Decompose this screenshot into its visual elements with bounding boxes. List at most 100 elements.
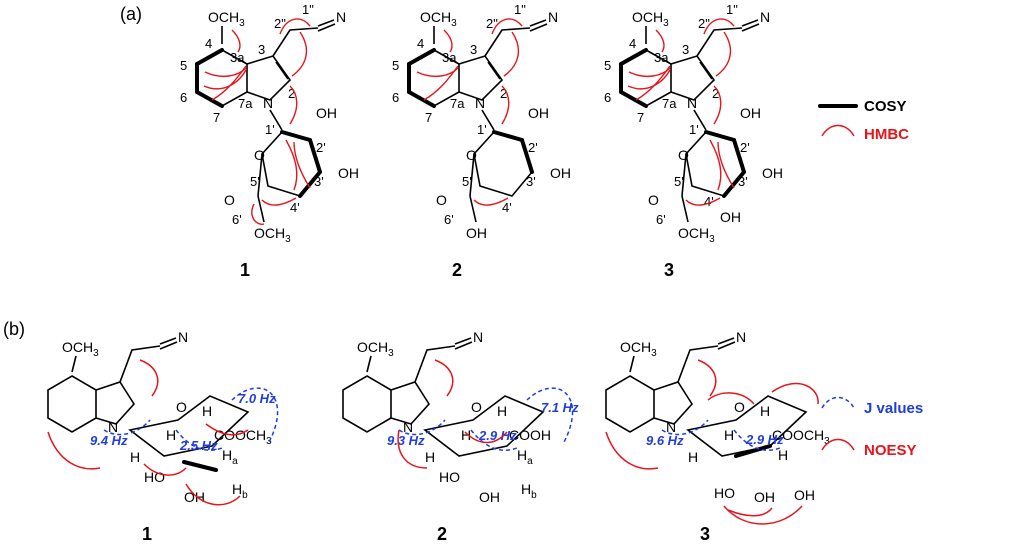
bond — [71, 355, 77, 373]
cosy-bond — [619, 90, 648, 108]
locant-1pp: 1" — [726, 2, 738, 17]
pyrrole-ring — [246, 55, 292, 101]
pyrrole-ring — [390, 381, 431, 425]
locant-1p: 1' — [689, 122, 699, 137]
j-value-label: 9.4 Hz — [90, 433, 128, 448]
ester-label: OCH3 — [678, 225, 715, 245]
n-glycoside-bond — [481, 109, 495, 131]
methoxy-label: OCH3 — [357, 339, 394, 359]
locant-2pp: 2" — [698, 16, 710, 31]
compound-b-3: OCH3 N N O COOCH3 H H H H HO OH OH 9.6 H… — [605, 329, 830, 544]
legend-hmbc-label: HMBC — [864, 126, 909, 143]
ring-o-label: O — [254, 147, 265, 163]
bond — [629, 355, 635, 373]
locant-2: 2 — [500, 86, 507, 101]
h-a-label: Ha — [517, 447, 533, 467]
locant-7: 7 — [637, 110, 644, 125]
hmbc-arrow — [291, 31, 308, 77]
cosy-bond — [407, 48, 436, 66]
noesy-arc — [605, 431, 659, 470]
compound-number-1: 1 — [142, 524, 152, 544]
nitrile-bond — [717, 337, 735, 345]
locant-3p: 3' — [314, 174, 324, 189]
hmbc-arrow — [655, 29, 665, 53]
ring-n-label: N — [475, 95, 485, 111]
benzene-ring — [605, 375, 655, 433]
compound-number-2: 2 — [452, 260, 462, 280]
side-chain — [119, 345, 161, 383]
h-label: H — [202, 403, 212, 419]
noesy-arc — [771, 382, 819, 405]
pyrrole-ring — [653, 381, 694, 425]
hmbc-arrow — [715, 31, 732, 77]
locant-7a: 7a — [238, 96, 253, 111]
locant-5: 5 — [180, 58, 187, 73]
ring-n-label: N — [666, 419, 676, 435]
noesy-arc — [185, 483, 241, 506]
hmbc-arrow — [443, 29, 453, 53]
oh-2-label: OH — [316, 105, 337, 121]
locant-4: 4 — [417, 36, 424, 51]
pyrrole-ring — [458, 55, 504, 101]
locant-7: 7 — [213, 110, 220, 125]
j-coupling-arc — [733, 429, 781, 451]
h-label: H — [497, 403, 507, 419]
locant-5p: 5' — [250, 174, 260, 189]
ho-label: HO — [439, 469, 460, 485]
hmbc-arrow — [285, 139, 298, 191]
cosy-bond — [195, 90, 224, 108]
legend-hmbc-swatch — [821, 124, 855, 137]
h-label: H — [130, 449, 140, 465]
sugar-chair — [686, 395, 808, 457]
h-label: H — [425, 449, 435, 465]
ring-o-label: O — [734, 399, 745, 415]
side-chain — [272, 27, 319, 57]
nitrile-bond — [159, 337, 177, 345]
noesy-arc — [143, 463, 187, 476]
ring-n-label: N — [263, 95, 273, 111]
sugar-chair — [128, 395, 250, 457]
n-glycoside-bond — [693, 109, 707, 131]
locant-3p: 3' — [526, 174, 536, 189]
j-value-label: 9.3 Hz — [387, 433, 425, 448]
hmbc-arrow — [717, 141, 735, 189]
locant-2p: 2' — [740, 140, 750, 155]
locant-1p: 1' — [265, 122, 275, 137]
double-bond — [699, 61, 713, 80]
noesy-arc — [464, 431, 508, 444]
locant-4: 4 — [629, 36, 636, 51]
locant-3: 3 — [470, 42, 477, 57]
noesy-arc — [47, 431, 101, 470]
cosy-bond — [195, 48, 224, 66]
nitrile-bond — [529, 23, 548, 32]
hmbc-arrow — [231, 29, 241, 53]
h-a-label: Ha — [222, 447, 238, 467]
nitrile-bond — [529, 19, 547, 27]
nitrile-n-label: N — [473, 329, 483, 345]
j-value-label: 2.9 Hz — [745, 432, 784, 447]
compound-number-1: 1 — [240, 260, 250, 280]
locant-6: 6 — [180, 90, 187, 105]
locant-5: 5 — [392, 58, 399, 73]
oh-3-label: OH — [762, 165, 783, 181]
nitrile-bond — [717, 341, 736, 350]
ring-n-label: N — [108, 419, 118, 435]
locant-2: 2 — [712, 86, 719, 101]
carbonyl-o-label: O — [224, 192, 235, 208]
methoxy-label: OCH3 — [62, 339, 99, 359]
locant-4: 4 — [205, 36, 212, 51]
hmbc-arrow — [423, 65, 459, 101]
ester-label: OCH3 — [254, 225, 291, 245]
locant-3a: 3a — [654, 50, 669, 65]
j-coupling-arc — [470, 429, 518, 451]
methoxy-label: OCH3 — [420, 9, 457, 29]
compound-number-2: 2 — [437, 524, 447, 544]
h-label: H — [778, 447, 788, 463]
hmbc-arrow — [491, 18, 523, 35]
bond — [681, 153, 687, 197]
nitrile-bond — [317, 19, 335, 27]
ring-n-label: N — [687, 95, 697, 111]
nitrile-n-label: N — [336, 9, 346, 25]
noesy-arc — [434, 359, 454, 397]
